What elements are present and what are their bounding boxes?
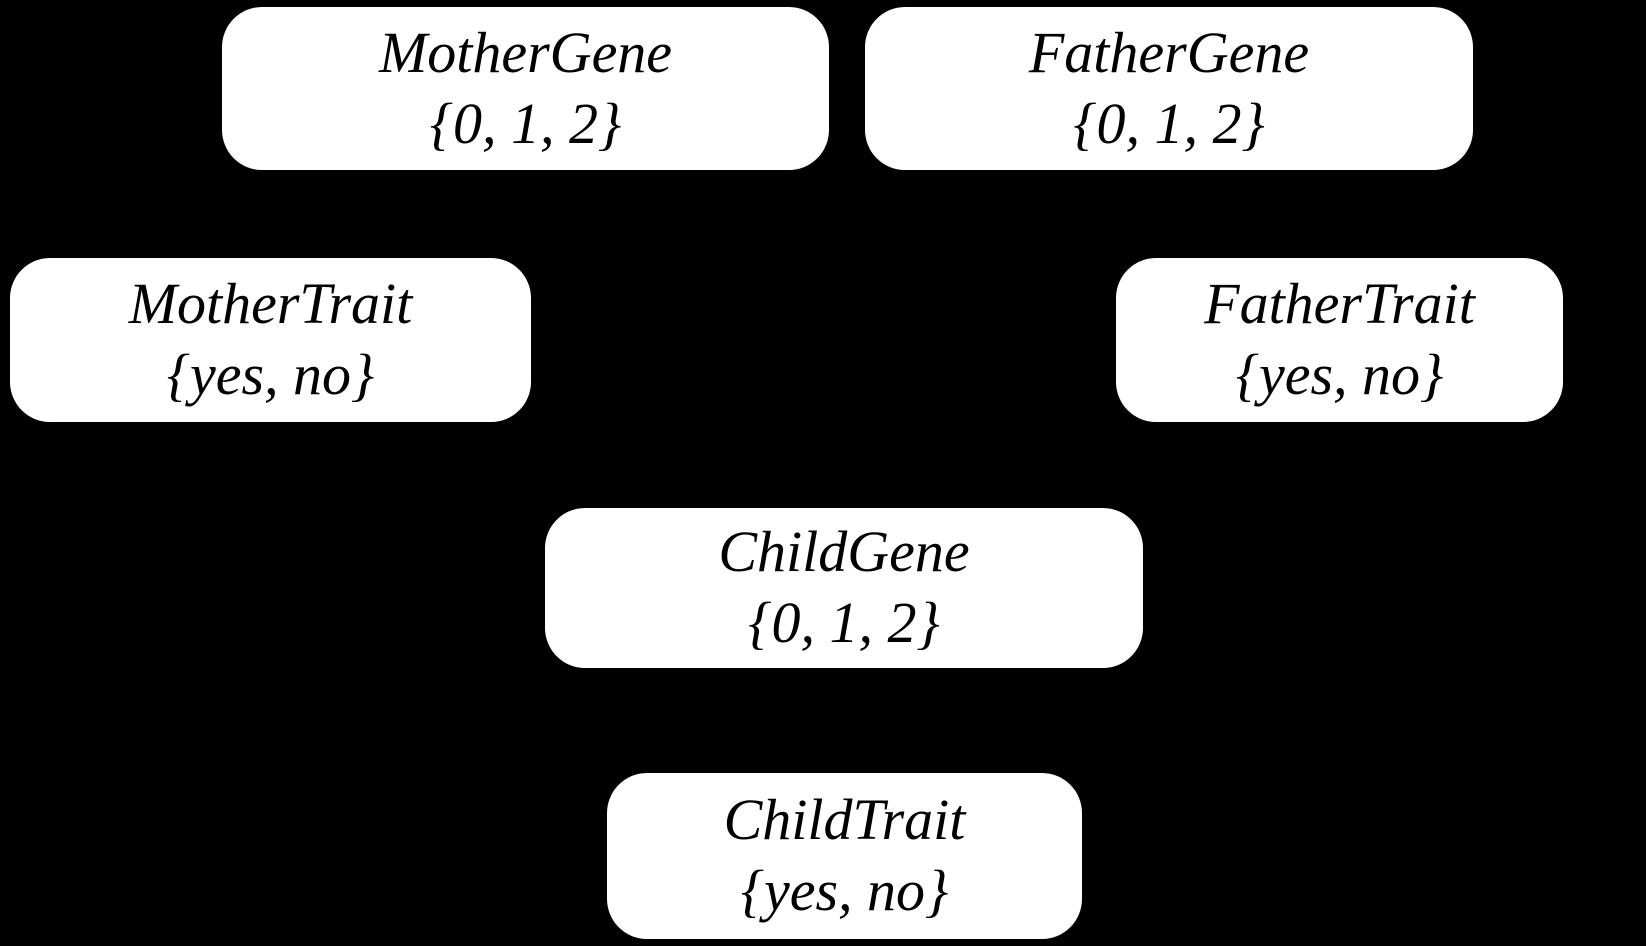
node-mother-gene: MotherGene {0, 1, 2} — [222, 7, 829, 170]
node-title: FatherGene — [1028, 19, 1310, 85]
node-title: MotherGene — [378, 19, 673, 85]
node-father-trait: FatherTrait {yes, no} — [1116, 258, 1563, 422]
node-values: {0, 1, 2} — [429, 90, 622, 156]
node-title: MotherTrait — [128, 271, 413, 337]
node-child-trait: ChildTrait {yes, no} — [607, 773, 1082, 939]
node-mother-trait: MotherTrait {yes, no} — [10, 258, 531, 422]
node-title: ChildTrait — [723, 787, 966, 853]
node-values: {0, 1, 2} — [1073, 90, 1265, 156]
node-title: FatherTrait — [1204, 271, 1475, 337]
node-values: {0, 1, 2} — [748, 590, 940, 655]
node-values: {yes, no} — [740, 858, 949, 923]
node-values: {yes, no} — [1235, 342, 1444, 407]
node-father-gene: FatherGene {0, 1, 2} — [865, 7, 1473, 170]
node-child-gene: ChildGene {0, 1, 2} — [545, 508, 1143, 668]
node-values: {yes, no} — [166, 342, 375, 407]
node-title: ChildGene — [718, 519, 970, 585]
